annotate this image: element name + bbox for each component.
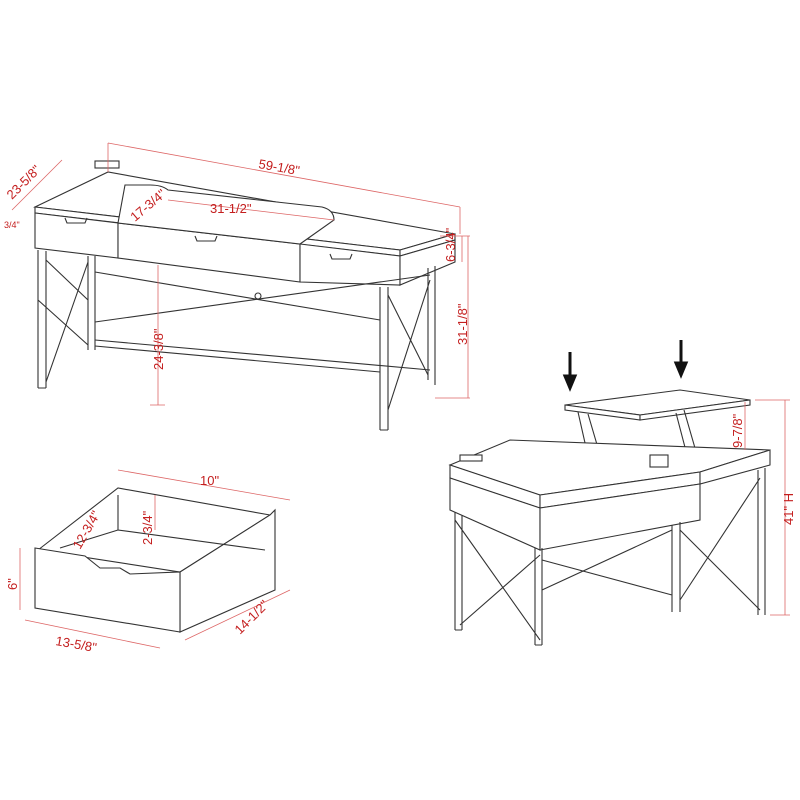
dim-top-thickness: 3/4" xyxy=(4,220,20,230)
drawer-drawing xyxy=(34,487,276,633)
dim-drawer-width: 13-5/8" xyxy=(54,633,98,655)
power-outlet xyxy=(94,160,120,169)
dim-lift-height: 9-7/8" xyxy=(730,413,745,448)
dim-total-height: 41" H xyxy=(781,493,796,525)
down-arrow-icon xyxy=(562,352,578,392)
dim-width: 59-1/8" xyxy=(257,156,301,178)
drawer-front xyxy=(34,547,181,633)
dim-drawer-height: 6-3/4" xyxy=(443,227,458,262)
dim-knee-clearance: 24-3/8" xyxy=(151,328,166,370)
dim-drawer-height: 6" xyxy=(5,578,20,590)
dim-depth: 23-5/8" xyxy=(4,162,44,202)
dim-height: 31-1/8" xyxy=(455,303,470,345)
lift-top-outline xyxy=(117,184,335,245)
lift-desk-dimensions: 9-7/8" 41" H xyxy=(562,340,796,616)
lift-desk-drawing xyxy=(448,389,771,646)
dim-center-width: 31-1/2" xyxy=(210,201,252,216)
dim-drawer-inner-height: 2-3/4" xyxy=(140,510,155,545)
desk-drawing xyxy=(33,160,456,431)
dim-drawer-inner-width: 10" xyxy=(200,473,219,488)
down-arrow-icon xyxy=(673,340,689,379)
